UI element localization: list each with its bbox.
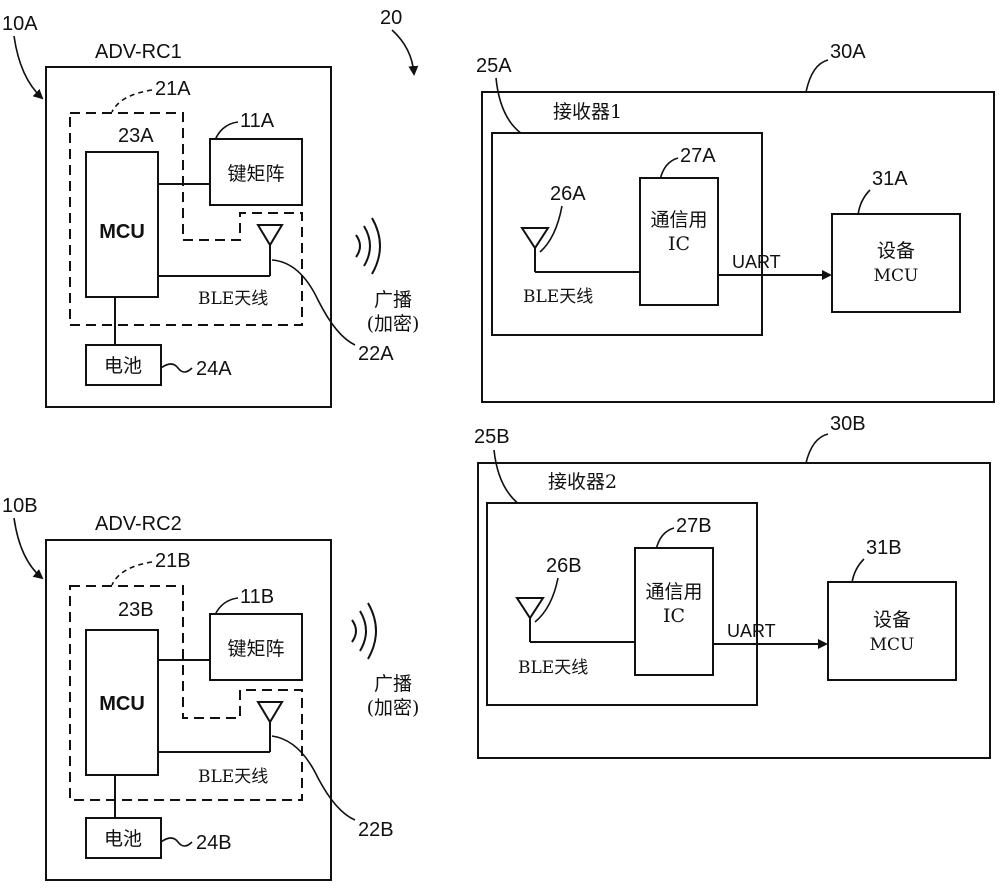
device-b-receiver-ref: 25B	[474, 426, 510, 448]
device-a-ic-box	[639, 177, 719, 306]
device-b-antenna-ref: 26B	[546, 555, 582, 577]
remote-b-antenna-label: BLE天线	[198, 767, 268, 787]
device-a-receiver-label: 接收器1	[553, 101, 622, 123]
remote-b-ref: 10B	[2, 495, 38, 517]
remote-a-antenna-label: BLE天线	[198, 289, 268, 309]
device-a: 30A 25A 接收器1 26A BLE天线 27A 通信用 IC UART 3…	[476, 41, 995, 403]
remote-b-module-ref: 21B	[155, 550, 191, 572]
device-a-receiver-ref: 25A	[476, 55, 512, 77]
device-a-mcu-ref: 31A	[872, 168, 908, 190]
device-a-antenna-ref: 26A	[550, 183, 586, 205]
remote-a-mcu-label: MCU	[99, 221, 145, 243]
remote-a-ref: 10A	[2, 13, 38, 35]
device-b-uart-label: UART	[727, 621, 776, 641]
remote-b-module-outline	[69, 585, 303, 801]
device-b-mcu-leader	[851, 558, 865, 584]
remote-b-antenna-leader	[271, 735, 356, 821]
device-b-antenna-label: BLE天线	[518, 658, 588, 678]
remote-a-battery-leader	[160, 363, 193, 373]
remote-a-antenna-ref: 22A	[358, 343, 394, 365]
device-b-ic-sublabel: IC	[663, 605, 685, 627]
remote-a-battery-label: 电池	[104, 355, 142, 377]
remote-a-module-ref: 21A	[155, 78, 191, 100]
device-a-ref: 30A	[830, 41, 866, 63]
remote-b-battery-ref: 24B	[196, 832, 232, 854]
device-b-mcu-box	[827, 581, 957, 681]
remote-b-module-leader	[111, 561, 153, 586]
device-b-mcu-ref: 31B	[866, 537, 902, 559]
remote-b-broadcast-label: 广播	[374, 673, 412, 695]
remote-b-keymatrix-leader	[214, 597, 239, 616]
remote-b-title: ADV-RC2	[95, 513, 182, 535]
device-b-ref-leader	[805, 433, 829, 464]
device-a-ic-ref: 27A	[680, 145, 716, 167]
device-b-receiver-leader	[493, 449, 521, 506]
device-a-mcu-box	[831, 213, 961, 313]
remote-a: 10A ADV-RC1 21A 23A MCU 11A 键矩阵 BLE天线 22…	[2, 13, 420, 408]
remote-b-keymatrix-ref: 11B	[240, 586, 274, 608]
device-b: 30B 25B 接收器2 26B BLE天线 27B 通信用 IC UART 3…	[474, 413, 991, 759]
device-b-ic-ref: 27B	[676, 515, 712, 537]
remote-a-ref-leader	[13, 35, 44, 100]
remote-a-keymatrix-leader	[214, 121, 239, 141]
system-ref: 20	[380, 7, 402, 29]
device-a-ic-sublabel: IC	[668, 233, 690, 255]
device-b-mcu-sublabel: MCU	[870, 635, 915, 655]
remote-a-mcu-ref: 23A	[118, 125, 154, 147]
remote-a-mcu-box	[85, 151, 159, 298]
remote-a-broadcast-sublabel: (加密)	[367, 313, 420, 335]
device-a-mcu-sublabel: MCU	[874, 266, 919, 286]
device-a-uart-label: UART	[732, 252, 781, 272]
remote-a-battery-ref: 24A	[196, 358, 232, 380]
remote-a-keymatrix-box	[209, 138, 303, 206]
remote-a-broadcast-label: 广播	[374, 289, 412, 311]
remote-a-battery-box	[85, 344, 162, 386]
remote-a-broadcast-waves	[355, 217, 381, 275]
remote-a-keymatrix-label: 键矩阵	[227, 163, 284, 185]
remote-b-antenna-icon	[256, 701, 284, 724]
device-a-antenna-label: BLE天线	[523, 287, 593, 307]
remote-b: 10B ADV-RC2 21B 23B MCU 11B 键矩阵 BLE天线 22…	[2, 495, 420, 881]
remote-a-title: ADV-RC1	[95, 41, 182, 63]
device-b-antenna-icon	[515, 597, 545, 620]
remote-b-antenna-ref: 22B	[358, 819, 394, 841]
device-a-ref-leader	[805, 59, 829, 93]
remote-a-module-leader	[111, 89, 153, 113]
remote-b-broadcast-sublabel: (加密)	[367, 697, 420, 719]
system-leader	[391, 29, 419, 76]
device-a-antenna-icon	[520, 227, 550, 250]
device-b-antenna-leader	[534, 577, 559, 623]
device-a-mcu-leader	[857, 189, 871, 216]
remote-a-antenna-leader	[271, 259, 356, 346]
remote-a-keymatrix-ref: 11A	[240, 110, 275, 132]
remote-a-module-outline	[69, 112, 303, 326]
device-b-mcu-label: 设备	[873, 609, 911, 631]
remote-b-mcu-label: MCU	[99, 693, 145, 715]
device-b-receiver-label: 接收器2	[548, 471, 617, 493]
remote-b-keymatrix-box	[209, 613, 303, 681]
device-b-ic-box	[634, 547, 714, 676]
device-a-antenna-leader	[539, 205, 563, 253]
remote-b-keymatrix-label: 键矩阵	[227, 638, 284, 660]
remote-b-mcu-box	[85, 629, 159, 776]
remote-b-battery-leader	[160, 837, 193, 847]
device-a-mcu-label: 设备	[877, 240, 915, 262]
remote-a-antenna-icon	[256, 224, 284, 247]
device-b-ic-label: 通信用	[645, 581, 702, 603]
remote-b-broadcast-waves	[351, 602, 377, 660]
remote-b-battery-box	[85, 817, 162, 859]
device-a-receiver-leader	[495, 77, 523, 135]
remote-b-mcu-ref: 23B	[118, 599, 154, 621]
device-a-ic-label: 通信用	[650, 209, 707, 231]
device-b-ref: 30B	[830, 413, 866, 435]
remote-b-battery-label: 电池	[104, 828, 142, 850]
remote-b-ref-leader	[13, 517, 44, 580]
